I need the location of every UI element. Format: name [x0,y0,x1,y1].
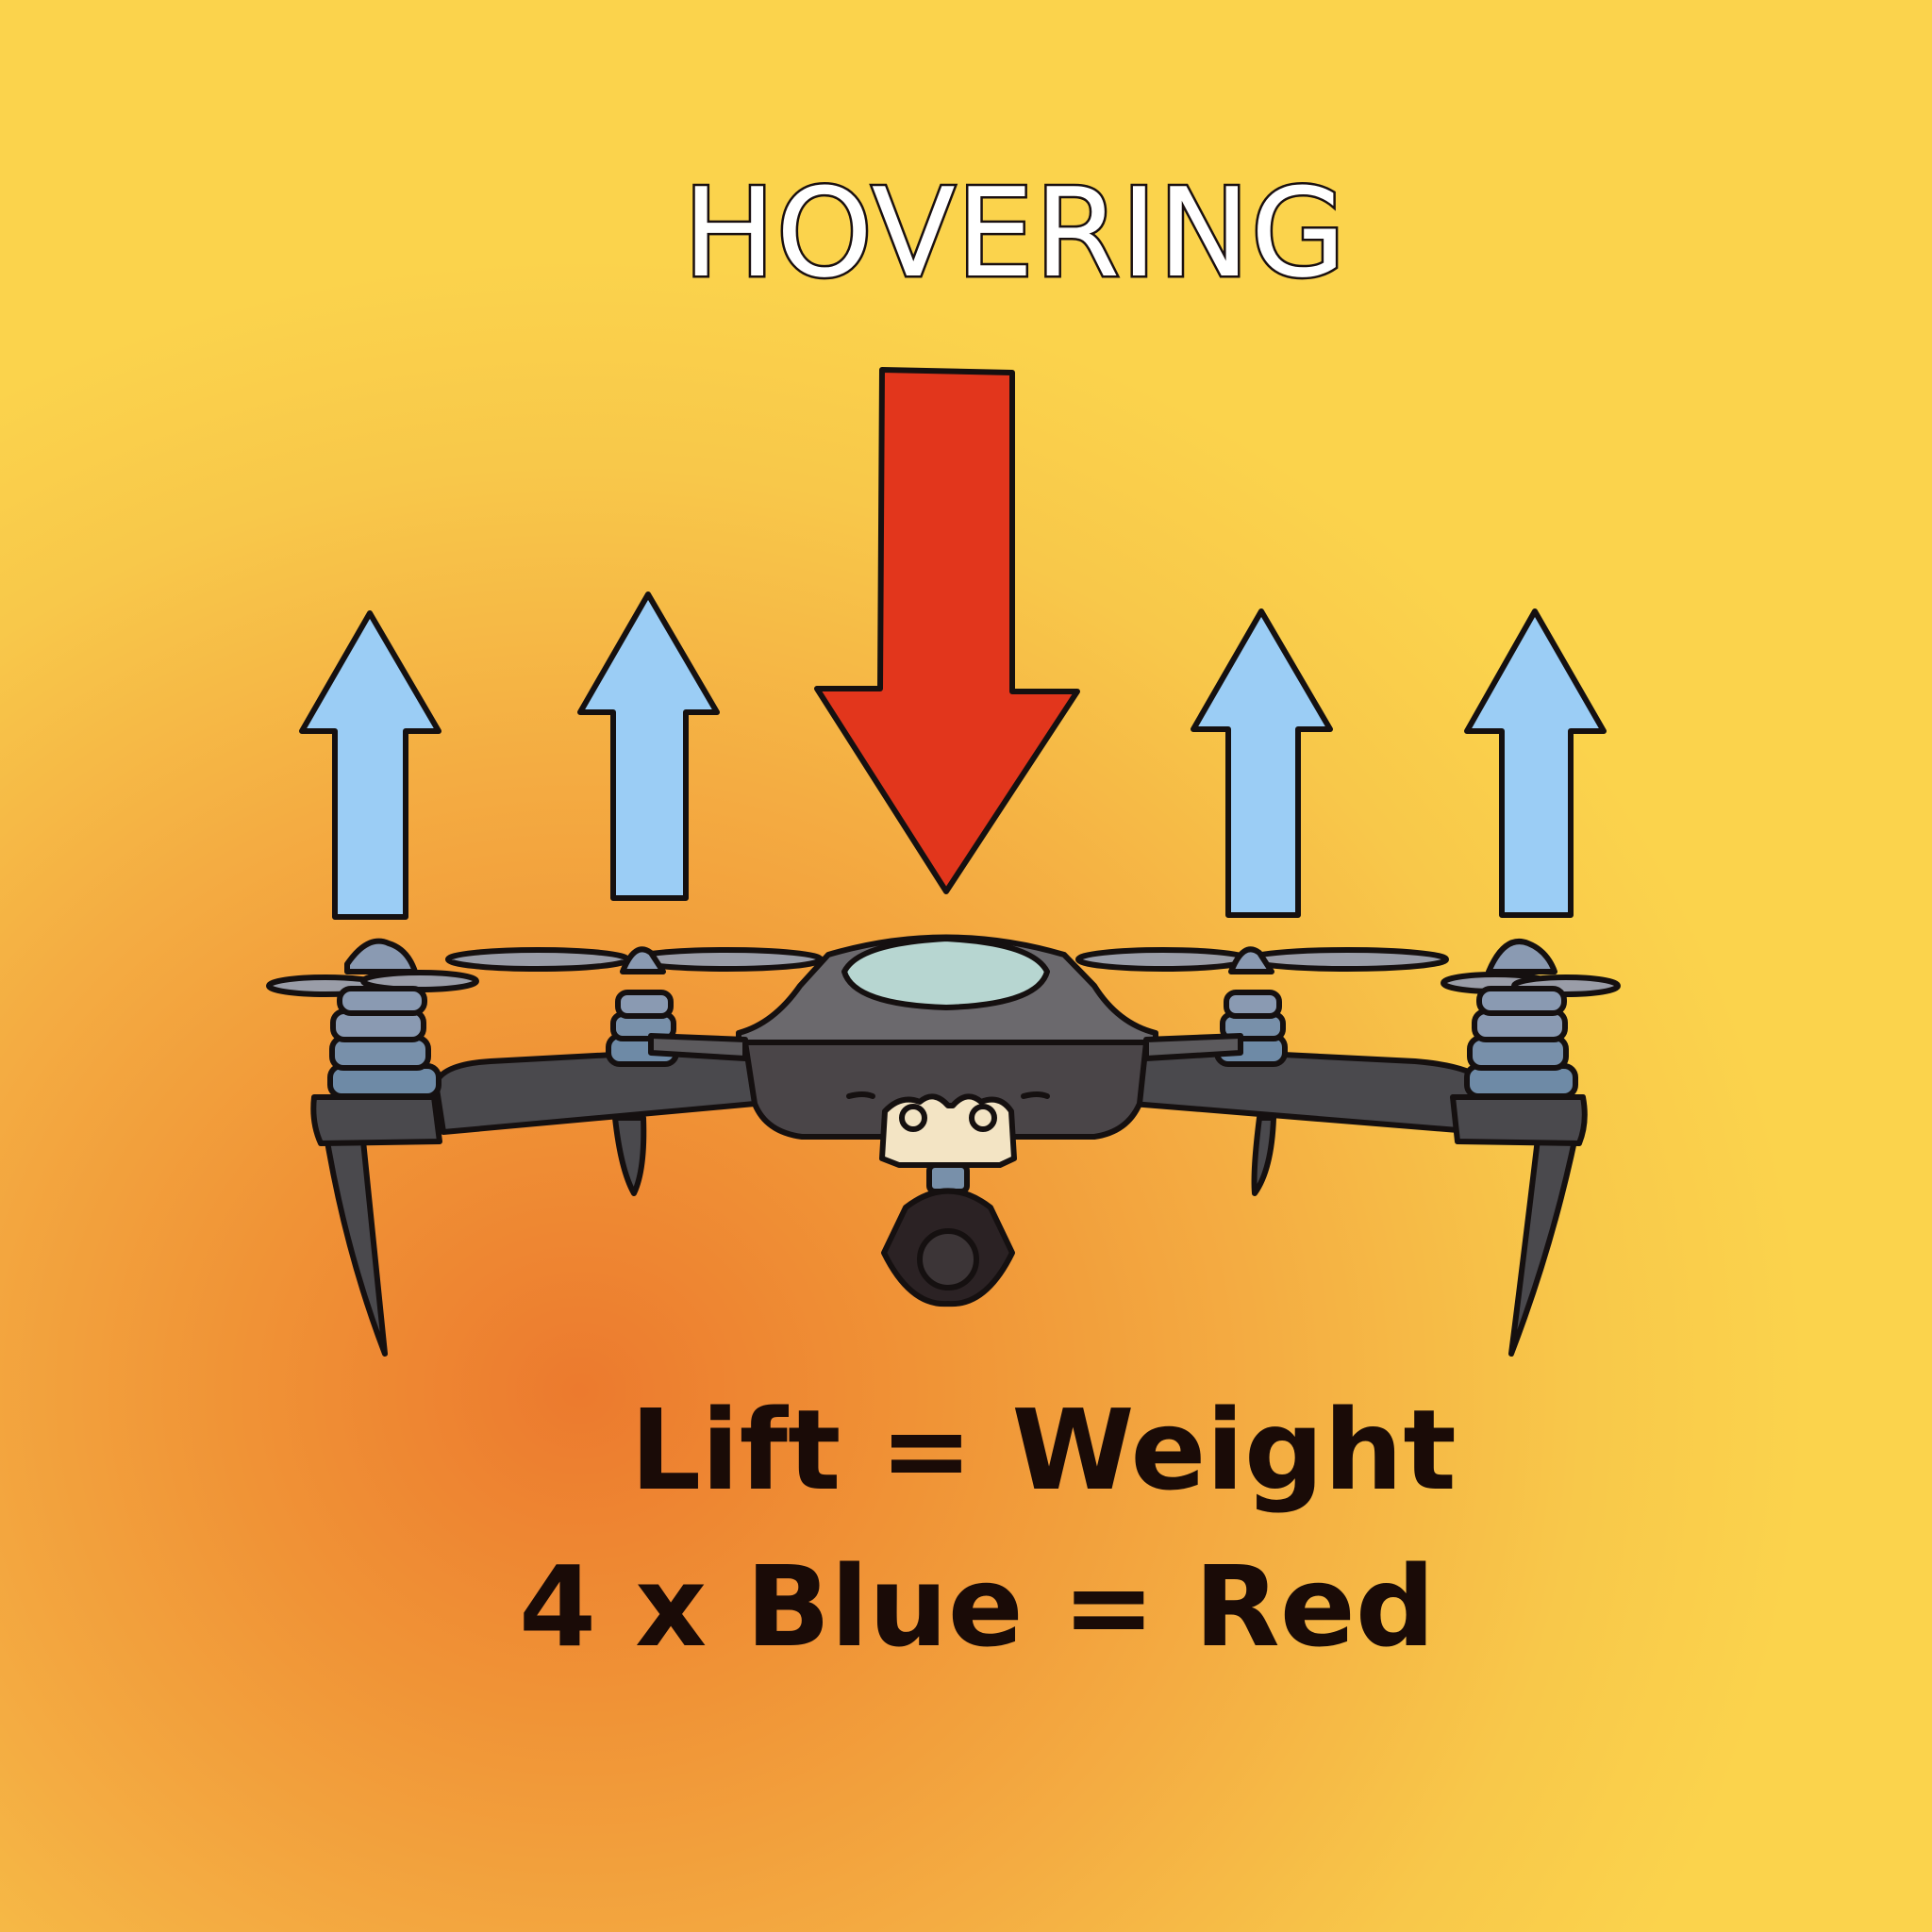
lift-arrow-3 [1191,608,1333,918]
landing-legs [318,1096,1583,1357]
motor-right-outer [1464,939,1578,1099]
drone-arms [433,1044,1489,1135]
lift-arrow-2 [577,591,720,901]
weight-arrow [814,367,1080,894]
equation-lift-weight: Lift = Weight [630,1385,1457,1515]
lift-arrow-1 [299,610,441,920]
motor-left-inner [606,946,679,1067]
sensor-brow-left [846,1091,875,1099]
equation-blue-red: 4 x Blue = Red [519,1541,1436,1672]
drone-canopy [841,936,1050,1010]
motor-left-outer [327,938,441,1099]
sensor-mount [879,1093,1017,1168]
diagram-title: HOVERING [681,160,1349,307]
motor-right-inner [1214,946,1288,1067]
sensor-left [899,1104,927,1132]
sensor-right [969,1104,997,1132]
sensor-brow-right [1021,1091,1050,1099]
lift-arrow-4 [1464,608,1607,918]
camera-lens [917,1228,979,1291]
arm-end-right [1450,1094,1588,1146]
drone-main-body [742,1040,1149,1140]
drone-front-arms [648,1033,1243,1061]
arm-end-left [310,1094,442,1146]
gimbal-neck [926,1162,970,1194]
